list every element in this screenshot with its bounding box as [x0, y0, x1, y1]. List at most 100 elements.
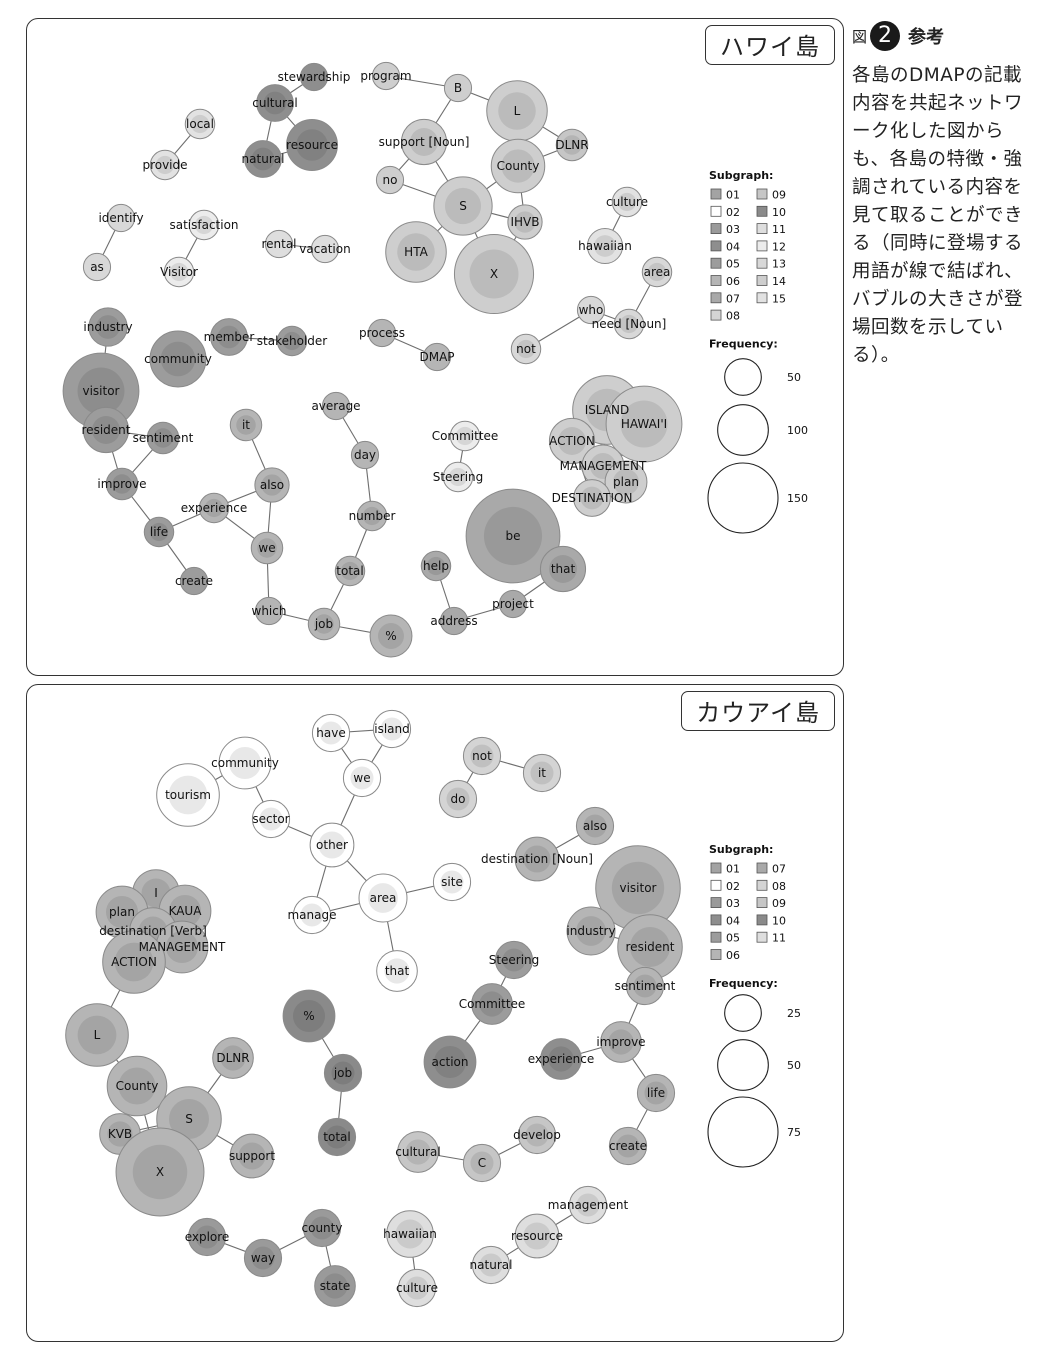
- node-label-b: B: [454, 81, 462, 95]
- node-core-industry: [576, 916, 606, 946]
- node-label-committee: Committee: [432, 429, 499, 443]
- node-support-noun: [400, 118, 448, 166]
- node-support: [229, 1133, 275, 1179]
- node-total: [317, 1117, 357, 1157]
- node-core-hta: [397, 233, 435, 271]
- node-label-process: process: [359, 326, 405, 340]
- node-site: [432, 862, 472, 902]
- node-stewardship: [299, 62, 329, 92]
- node-label-sector: sector: [252, 812, 289, 826]
- subgraph-swatch-08: [756, 879, 768, 891]
- node-culture: [611, 186, 643, 218]
- node-label-destination-verb: destination [Verb]: [99, 924, 207, 938]
- subgraph-label-05: 05: [726, 258, 740, 271]
- subgraph-swatch-01: [710, 862, 722, 874]
- node-sentiment: [625, 966, 665, 1006]
- subgraph-label-04: 04: [726, 240, 740, 253]
- node-core-job: [331, 1061, 355, 1085]
- node-core-support: [238, 1142, 266, 1170]
- node-create: [179, 566, 209, 596]
- node-core-satisfaction: [194, 215, 214, 235]
- node-core-that: [549, 555, 577, 583]
- node-label-total: total: [336, 564, 363, 578]
- node-have: [311, 713, 351, 753]
- node-core-tourism: [168, 775, 208, 815]
- figure-number-badge: 2: [870, 21, 901, 51]
- node-label-industry: industry: [83, 320, 132, 334]
- node-core-natural: [251, 147, 275, 171]
- node-core-dlnr: [220, 1045, 246, 1071]
- node-core-county: [501, 149, 535, 183]
- node-core-total: [325, 1125, 349, 1149]
- node-label-plan: plan: [613, 475, 639, 489]
- node-dlnr: [555, 128, 589, 162]
- node-management: [568, 1185, 608, 1225]
- node-hta: [385, 221, 447, 283]
- frequency-label-75: 75: [787, 1126, 801, 1139]
- node-core-total: [340, 561, 360, 581]
- node-l: [65, 1003, 129, 1067]
- node-rental: [264, 229, 294, 259]
- node-core-x: [132, 1144, 188, 1200]
- node-core-s: [168, 1098, 210, 1140]
- node-core-state: [322, 1273, 348, 1299]
- node-visitor: [163, 256, 195, 288]
- node-stakeholder: [276, 325, 308, 357]
- node-core-l: [77, 1015, 117, 1055]
- node-label-l: L: [514, 104, 521, 118]
- node-label-vacation: vacation: [299, 242, 350, 256]
- node-core-action: [114, 942, 154, 982]
- node-label-satisfaction: satisfaction: [169, 218, 238, 232]
- subgraph-label-08: 08: [726, 310, 740, 323]
- node-label-x: X: [490, 267, 498, 281]
- node-core-natural: [479, 1253, 503, 1277]
- node-label-who: who: [579, 303, 604, 317]
- node-core-area: [368, 883, 398, 913]
- node-industry: [88, 307, 128, 347]
- node-core-improve: [608, 1029, 634, 1055]
- node-core-sector: [259, 807, 283, 831]
- frequency-legend-title: Frequency:: [709, 337, 778, 350]
- node-core-s: [444, 187, 482, 225]
- node-label-dlnr: DLNR: [555, 138, 588, 152]
- node-label-l: L: [94, 1028, 101, 1042]
- node-life: [143, 516, 175, 548]
- subgraph-swatch-11: [756, 931, 768, 943]
- node-core-we: [350, 766, 374, 790]
- node-core-resource: [296, 129, 328, 161]
- figure-title: 参考: [908, 27, 945, 48]
- node-core-do: [446, 787, 470, 811]
- node-core-life: [644, 1081, 668, 1105]
- node-label-steering: Steering: [433, 470, 484, 484]
- frequency-label-50: 50: [787, 371, 801, 384]
- node-hawai-i: [605, 385, 683, 463]
- node-percent: [369, 614, 413, 658]
- node-label-resident: resident: [626, 940, 675, 954]
- subgraph-swatch-12: [756, 240, 768, 252]
- node-action: [102, 930, 166, 994]
- node-core-plan: [613, 469, 639, 495]
- subgraph-label-07: 07: [726, 292, 740, 305]
- figure-prefix: 図: [852, 27, 868, 46]
- hawaii-panel-title: ハワイ島: [705, 25, 835, 65]
- node-label-area: area: [370, 891, 397, 905]
- node-core-we: [257, 538, 277, 558]
- node-label-address: address: [430, 614, 477, 628]
- node-label-area: area: [644, 265, 671, 279]
- node-core-committee: [455, 426, 475, 446]
- node-not: [462, 736, 502, 776]
- node-project: [498, 589, 528, 619]
- node-core-plan: [105, 895, 139, 929]
- node-job: [323, 1053, 363, 1093]
- node-core-also: [583, 814, 607, 838]
- node-core-that: [384, 958, 410, 984]
- node-label-day: day: [354, 448, 376, 462]
- node-core-local: [190, 114, 210, 134]
- node-label-experience: experience: [181, 501, 248, 515]
- subgraph-label-09: 09: [772, 897, 786, 910]
- node-label-x: X: [156, 1165, 164, 1179]
- node-core-action: [558, 427, 586, 455]
- node-vacation: [310, 234, 340, 264]
- node-way: [243, 1238, 283, 1278]
- subgraph-swatch-09: [756, 897, 768, 909]
